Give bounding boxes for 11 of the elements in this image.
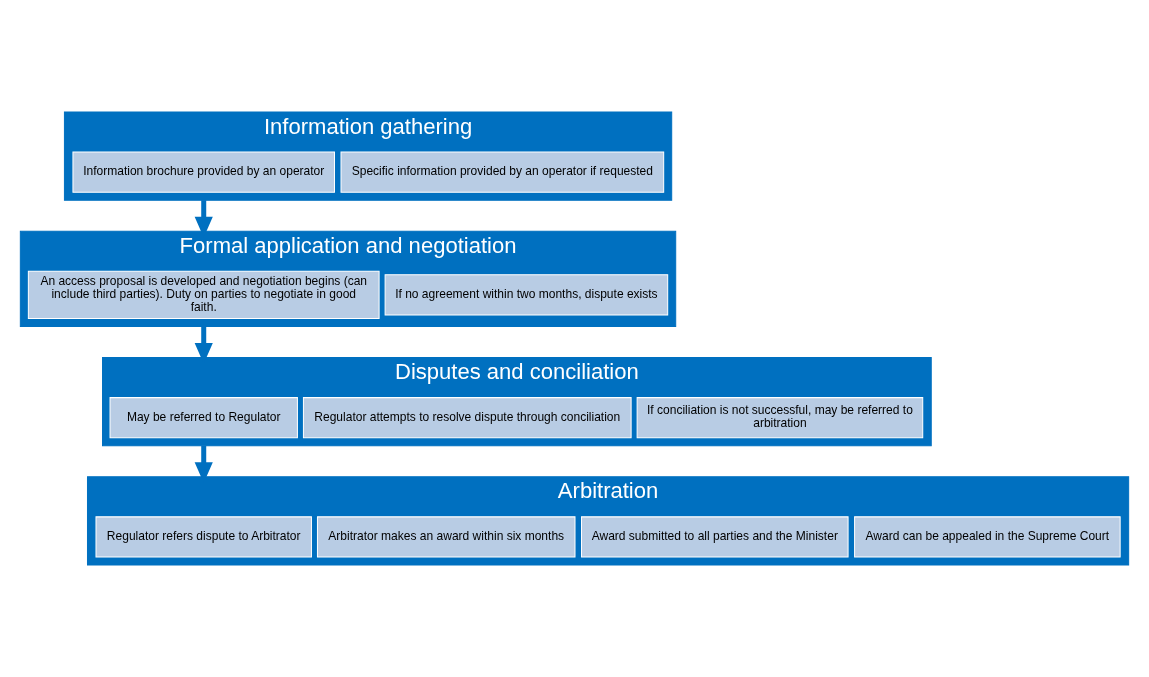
- node-box: Regulator attempts to resolve dispute through conciliation: [302, 397, 632, 439]
- node-box: An access proposal is developed and negotiation begins (can include third parties). Duty on parties to negotiate in good faith.: [27, 270, 380, 319]
- node-box: Information brochure provided by an operator: [72, 151, 335, 193]
- node-box: If conciliation is not successful, may be referred to arbitration: [636, 397, 924, 439]
- node-box: May be referred to Regulator: [109, 397, 298, 439]
- node-box: Award can be appealed in the Supreme Court: [854, 516, 1121, 558]
- node-box: Regulator refers dispute to Arbitrator: [95, 516, 312, 558]
- node-box: Specific information provided by an operator if requested: [340, 151, 665, 193]
- node-box: If no agreement within two months, dispute exists: [384, 274, 669, 316]
- node-box: Award submitted to all parties and the Minister: [581, 516, 849, 558]
- node-box: Arbitrator makes an award within six months: [316, 516, 576, 558]
